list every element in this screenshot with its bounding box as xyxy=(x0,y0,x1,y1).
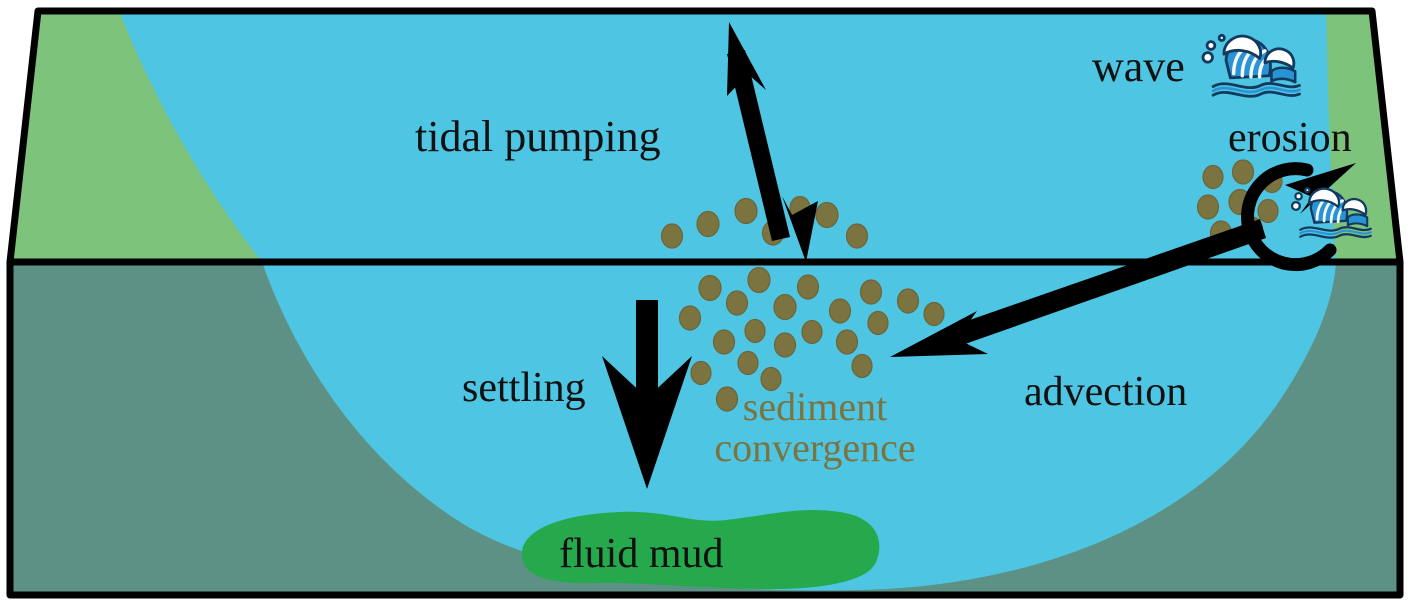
advection-arrow xyxy=(890,219,1266,357)
front-face xyxy=(10,262,1400,595)
sediment-particle xyxy=(747,266,771,294)
sediment-particle xyxy=(734,197,758,225)
tidal-pumping-arrow xyxy=(727,22,818,262)
sediment-particle xyxy=(859,279,883,305)
top-face xyxy=(10,11,1400,262)
sediment-particle xyxy=(696,210,720,238)
sediment-particle xyxy=(835,329,859,355)
sediment-particle xyxy=(801,319,823,345)
block-outline xyxy=(6,7,1404,599)
sediment-particle xyxy=(1202,164,1224,190)
sediment-particle xyxy=(690,360,712,386)
settling-arrow xyxy=(602,300,692,489)
sediment-particle xyxy=(715,386,739,412)
sediment-particle xyxy=(773,293,797,321)
sediment-particle xyxy=(773,332,797,358)
sediment-particle xyxy=(660,223,684,249)
sediment-particle xyxy=(896,288,920,314)
water-cross-section xyxy=(262,262,1336,591)
sediment-particle xyxy=(725,290,749,316)
sediment-particle xyxy=(1196,194,1220,220)
water-plan-view xyxy=(118,11,1336,262)
sediment-particle xyxy=(698,274,722,302)
fluid-mud-deposit xyxy=(521,510,880,590)
sediment-particle xyxy=(796,274,820,300)
sediment-particle xyxy=(744,318,766,344)
sediment-particle xyxy=(815,201,839,229)
sediment-particle xyxy=(845,223,869,249)
sediment-particle xyxy=(828,298,852,324)
sediment-particle xyxy=(1231,159,1255,185)
sediment-particle xyxy=(678,305,702,331)
sediment-particle xyxy=(737,350,759,376)
sediment-particle xyxy=(712,329,736,355)
sediment-particle xyxy=(867,310,889,336)
sediment-particle xyxy=(851,353,873,379)
sediment-particle xyxy=(923,301,945,327)
sediment-particle xyxy=(1257,198,1279,224)
sediment-particle xyxy=(760,366,782,392)
